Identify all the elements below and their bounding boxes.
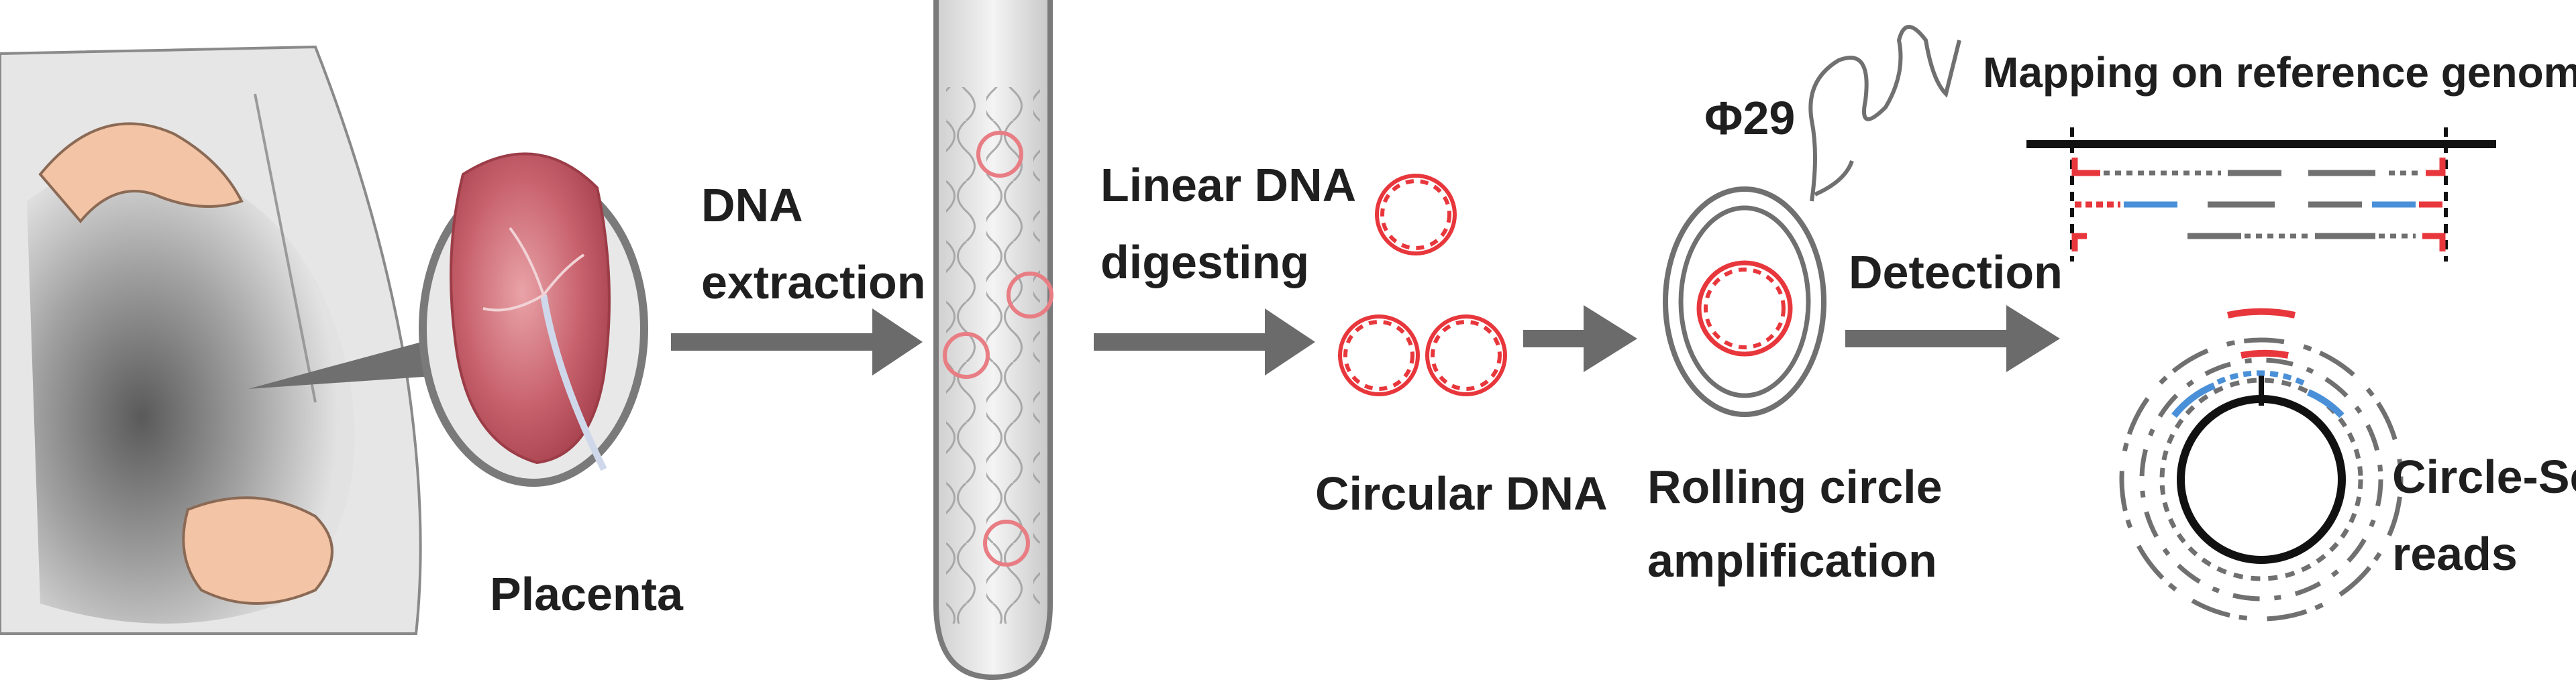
callout-pointer	[248, 335, 446, 389]
circle-seq-reads-label-line2: reads	[2392, 528, 2518, 580]
circular-dna-left	[1338, 314, 1420, 396]
arrow-extraction	[671, 308, 923, 375]
circular-dna-group	[1338, 174, 1507, 396]
reference-circle	[2177, 395, 2346, 564]
arrow-digesting	[1094, 308, 1315, 375]
dna-extraction-label-line1: DNA	[701, 179, 803, 231]
phi29-label: Φ29	[1704, 92, 1795, 144]
rolling-circle-amplification-figure	[1663, 25, 1961, 417]
dna-extraction-label-line2: extraction	[701, 256, 926, 308]
rolling-circle-label-line1: Rolling circle	[1647, 461, 1943, 513]
linear-dna-label-line1: Linear DNA	[1100, 159, 1356, 211]
linear-dna-label-line2: digesting	[1100, 236, 1309, 288]
mapping-reference-figure	[2026, 127, 2496, 262]
test-tube	[933, 0, 1053, 681]
circle-seq-reads-figure	[2119, 308, 2404, 622]
circular-dna-top	[1375, 174, 1457, 255]
rolling-circle-label-line2: amplification	[1647, 534, 1937, 587]
placenta-zoom-circle	[419, 152, 648, 487]
placenta-label: Placenta	[490, 568, 684, 620]
circle-seq-reads-label-line1: Circle-Seq	[2392, 451, 2576, 503]
circular-dna-right	[1425, 314, 1507, 396]
mapping-title: Mapping on reference genome	[1983, 48, 2576, 97]
arrow-amplification	[1523, 305, 1637, 372]
arrow-detection	[1845, 305, 2060, 372]
pregnant-woman-illustration	[0, 45, 422, 635]
detection-label: Detection	[1849, 246, 2063, 298]
circular-dna-label: Circular DNA	[1315, 467, 1608, 520]
